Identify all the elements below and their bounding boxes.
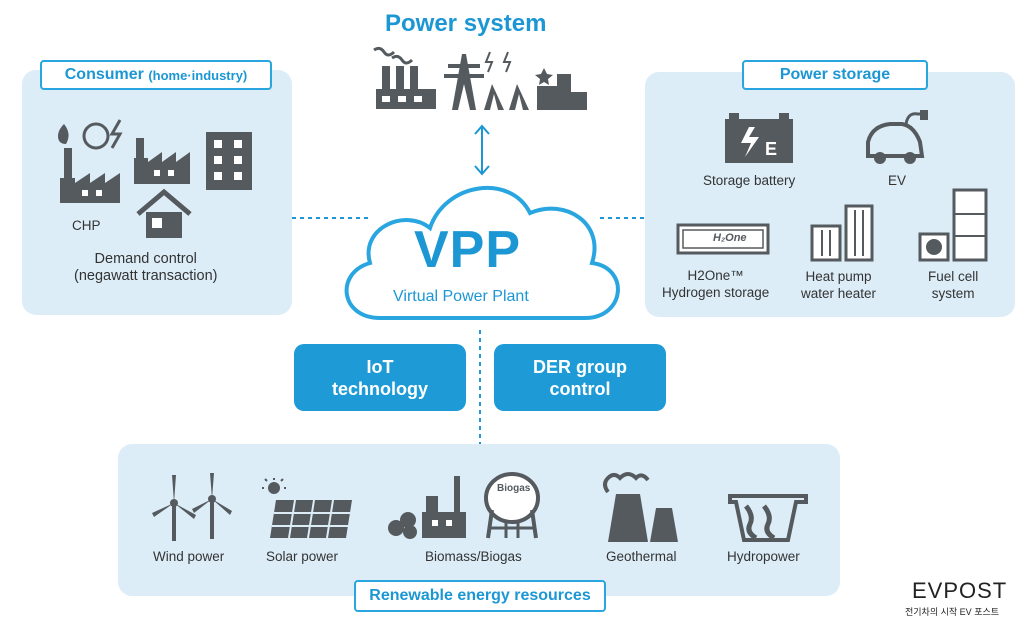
biomass-label: Biomass/Biogas <box>425 549 522 564</box>
heat-pump-label: Heat pump water heater <box>801 268 876 302</box>
vpp-cloud <box>344 186 620 320</box>
factory-icon <box>134 138 190 184</box>
der-group-control-box: DER group control <box>494 344 666 411</box>
heat-pump-icon <box>810 204 874 262</box>
iot-line1: IoT <box>366 356 394 377</box>
wind-power-label: Wind power <box>153 549 225 564</box>
consumer-tag: Consumer (home·industry) <box>40 60 272 90</box>
der-line2: control <box>549 378 611 399</box>
fuel-cell-icon <box>918 188 988 262</box>
battery-label: Storage battery <box>703 173 796 188</box>
solar-power-label: Solar power <box>266 549 339 564</box>
heat-pump-line1: Heat pump <box>805 269 872 284</box>
power-system-arrow <box>474 124 490 176</box>
hydropower-icon <box>728 494 808 542</box>
geothermal-label: Geothermal <box>606 549 677 564</box>
iot-technology-box: IoT technology <box>294 344 466 411</box>
hydropower-label: Hydropower <box>727 549 800 564</box>
fuel-cell-label: Fuel cell system <box>928 268 978 302</box>
power-plant-icon <box>373 46 587 110</box>
power-system-title: Power system <box>385 10 547 37</box>
h2one-label: H2One™ Hydrogen storage <box>662 267 769 301</box>
chp-label: CHP <box>72 218 101 233</box>
storage-tag: Power storage <box>742 60 928 90</box>
ev-label: EV <box>888 173 907 188</box>
biomass-icon <box>388 472 540 539</box>
brand-tagline: 전기차의 시작 EV 포스트 <box>905 607 1000 617</box>
renewable-panel <box>118 444 840 596</box>
vpp-subtitle: Virtual Power Plant <box>393 288 529 305</box>
storage-title: Power storage <box>779 66 891 83</box>
consumer-title: Consumer <box>64 66 144 83</box>
renewable-tag: Renewable energy resources <box>354 580 606 612</box>
geothermal-icon <box>603 472 678 542</box>
biogas-tank-label: Biogas <box>497 483 531 494</box>
demand-line1: Demand control <box>94 251 197 267</box>
consumer-title-sub: (home·industry) <box>148 67 248 83</box>
renewable-title: Renewable energy resources <box>369 587 591 604</box>
chp-icon <box>58 119 123 203</box>
solar-panel-icon <box>262 478 352 539</box>
demand-line2: (negawatt transaction) <box>74 268 218 284</box>
building-icon <box>206 132 252 190</box>
ev-icon <box>866 110 928 164</box>
house-icon <box>136 188 192 238</box>
wind-turbine-icon <box>152 473 232 541</box>
demand-control-label: Demand control (negawatt transaction) <box>74 251 217 285</box>
h2one-icon <box>676 223 770 255</box>
svg-text:E: E <box>765 139 777 159</box>
heat-pump-line2: water heater <box>801 286 877 301</box>
h2one-logo: H₂One <box>713 232 747 244</box>
fuel-cell-line2: system <box>931 286 975 301</box>
vpp-title: VPP <box>414 221 522 279</box>
iot-line2: technology <box>331 378 428 399</box>
der-line1: DER group <box>533 356 627 377</box>
h2one-line1: H2One™ <box>687 268 744 283</box>
h2one-line2: Hydrogen storage <box>662 285 770 300</box>
fuel-cell-line1: Fuel cell <box>928 269 979 284</box>
brand-logo: EVPOST <box>912 578 1008 603</box>
battery-icon: E <box>725 113 793 163</box>
